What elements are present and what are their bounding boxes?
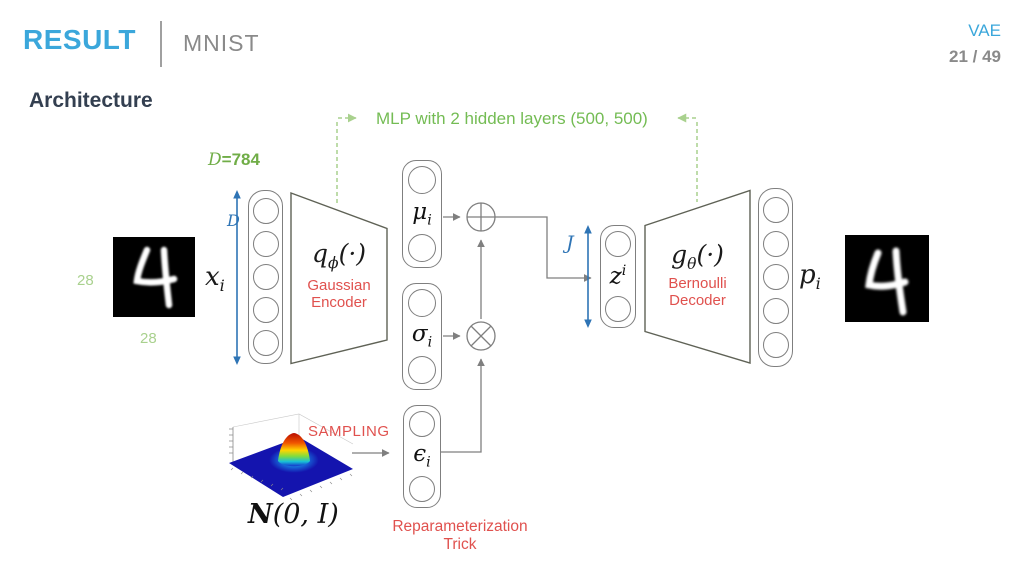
output-vector-label: pi xyxy=(799,260,821,294)
image-height-label: 28 xyxy=(77,272,94,289)
input-dim-note: D=784 xyxy=(208,150,260,170)
mu-label: μi xyxy=(412,198,432,229)
dim-arrow-label: D xyxy=(227,211,240,230)
neuron-node xyxy=(408,166,436,194)
mu-layer: μi xyxy=(402,160,442,268)
neuron-node xyxy=(252,231,279,257)
elementwise-times-icon xyxy=(466,321,496,351)
mnist-input-image xyxy=(113,237,195,317)
section-heading: Architecture xyxy=(29,89,153,112)
neuron-node xyxy=(409,411,435,437)
neuron-node xyxy=(762,196,789,223)
neuron-node xyxy=(252,264,279,290)
sigma-layer: σi xyxy=(402,283,442,390)
deck-tag: VAE xyxy=(968,21,1001,40)
sigma-label: σi xyxy=(411,321,433,351)
decoder-formula: gθ(·) xyxy=(671,240,724,273)
neuron-node xyxy=(762,230,789,257)
latent-arrow-label: J xyxy=(566,232,574,254)
neuron-node xyxy=(408,233,436,262)
output-layer xyxy=(758,188,793,367)
title-divider xyxy=(160,21,162,67)
page-number: 21 / 49 xyxy=(949,47,1001,66)
latent-layer: zi xyxy=(600,225,636,328)
neuron-node xyxy=(252,330,279,356)
input-vector-label: xi xyxy=(205,262,225,296)
neuron-node xyxy=(252,297,279,323)
input-layer xyxy=(248,190,283,364)
slide-title: RESULT xyxy=(23,24,136,55)
elementwise-plus-icon xyxy=(466,202,496,232)
plus-to-latent-arrow xyxy=(495,216,592,282)
sampling-label: SAMPLING xyxy=(308,423,390,440)
epsilon-to-times-arrow xyxy=(441,358,485,453)
neuron-node xyxy=(408,289,436,317)
slide-subtitle: MNIST xyxy=(183,30,260,56)
epsilon-label: ϵi xyxy=(413,441,431,471)
epsilon-layer: ϵi xyxy=(403,405,441,508)
latent-dimension-arrow xyxy=(584,225,592,328)
latent-label: zi xyxy=(609,263,627,290)
neuron-node xyxy=(762,264,789,291)
noise-distribution-label: N(0, I) xyxy=(248,499,339,530)
neuron-node xyxy=(605,231,631,257)
mnist-output-image xyxy=(845,235,929,322)
mlp-note: MLP with 2 hidden layers (500, 500) xyxy=(376,109,648,128)
neuron-node xyxy=(252,198,279,224)
neuron-node xyxy=(605,296,631,322)
encoder-formula: qϕ(·) xyxy=(311,239,367,272)
gaussian-3d-plot xyxy=(229,413,354,501)
neuron-node xyxy=(762,332,789,359)
neuron-node xyxy=(409,475,435,502)
image-width-label: 28 xyxy=(140,330,157,347)
neuron-node xyxy=(762,298,789,325)
neuron-node xyxy=(408,355,436,384)
